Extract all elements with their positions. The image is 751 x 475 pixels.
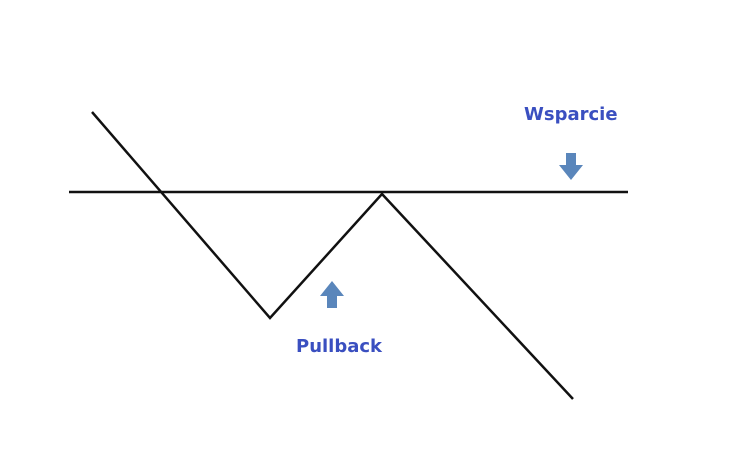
arrow-down-icon — [559, 153, 583, 180]
pullback-label: Pullback — [296, 336, 383, 357]
price-path — [91, 111, 574, 400]
arrow-up-icon — [320, 281, 344, 308]
support-label: Wsparcie — [524, 104, 618, 125]
